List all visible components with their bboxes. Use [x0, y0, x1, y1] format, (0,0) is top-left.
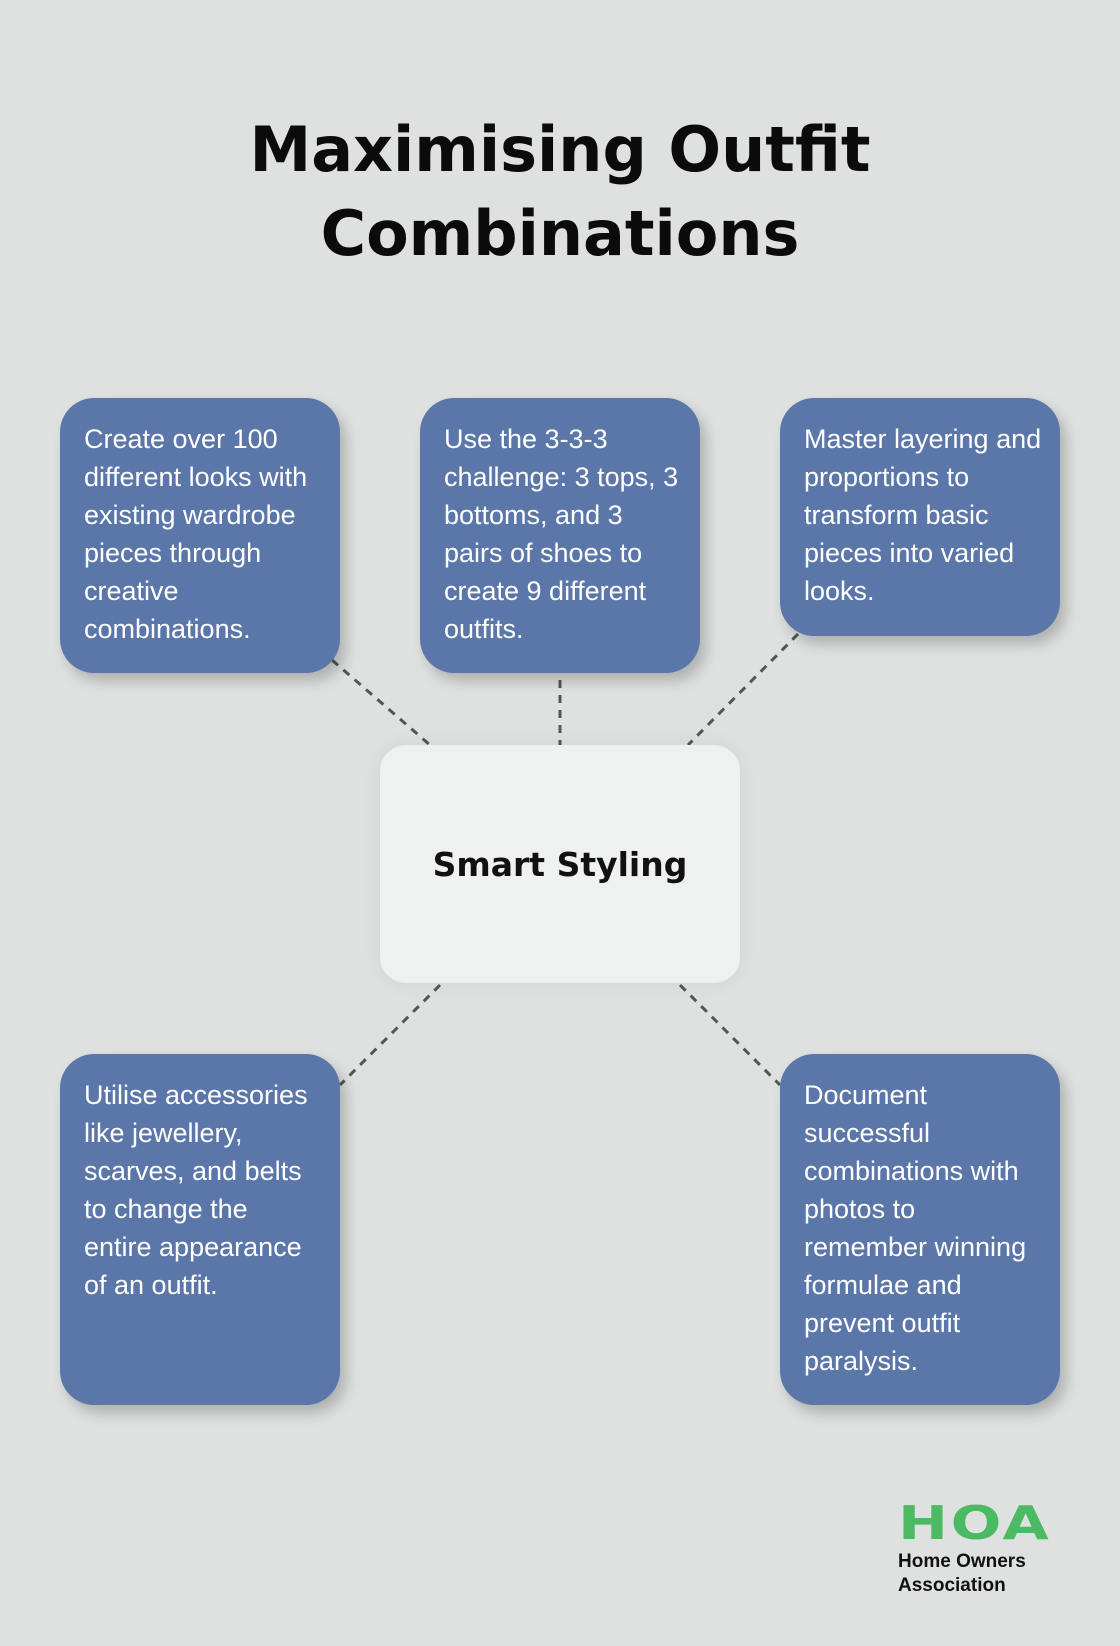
tip-text: Create over 100 different looks with exi… [84, 424, 308, 644]
tip-text: Utilise accessories like jewellery, scar… [84, 1080, 308, 1300]
central-node: Smart Styling [380, 745, 740, 983]
tip-text: Master layering and proportions to trans… [804, 424, 1042, 606]
title-line-1: Maximising Outfit [249, 113, 871, 186]
tip-card-accessories: Utilise accessories like jewellery, scar… [60, 1054, 340, 1405]
connector-3 [686, 632, 800, 747]
tip-card-layering: Master layering and proportions to trans… [780, 398, 1060, 636]
tip-text: Document successful combinations with ph… [804, 1080, 1027, 1376]
logo-mark: HOA [898, 1496, 1052, 1550]
connector-1 [331, 658, 431, 747]
tip-card-333-challenge: Use the 3-3-3 challenge: 3 tops, 3 botto… [420, 398, 700, 673]
central-node-label: Smart Styling [432, 844, 688, 884]
connector-5 [678, 983, 782, 1087]
connector-4 [338, 983, 442, 1087]
title-line-2: Combinations [320, 197, 800, 270]
hoa-logo: HOA Home Owners Association [898, 1496, 1078, 1598]
tip-card-creative-combinations: Create over 100 different looks with exi… [60, 398, 340, 673]
tip-card-document: Document successful combinations with ph… [780, 1054, 1060, 1405]
logo-line-2: Association [898, 1575, 1006, 1596]
tip-text: Use the 3-3-3 challenge: 3 tops, 3 botto… [444, 424, 679, 644]
logo-line-1: Home Owners [898, 1551, 1026, 1572]
